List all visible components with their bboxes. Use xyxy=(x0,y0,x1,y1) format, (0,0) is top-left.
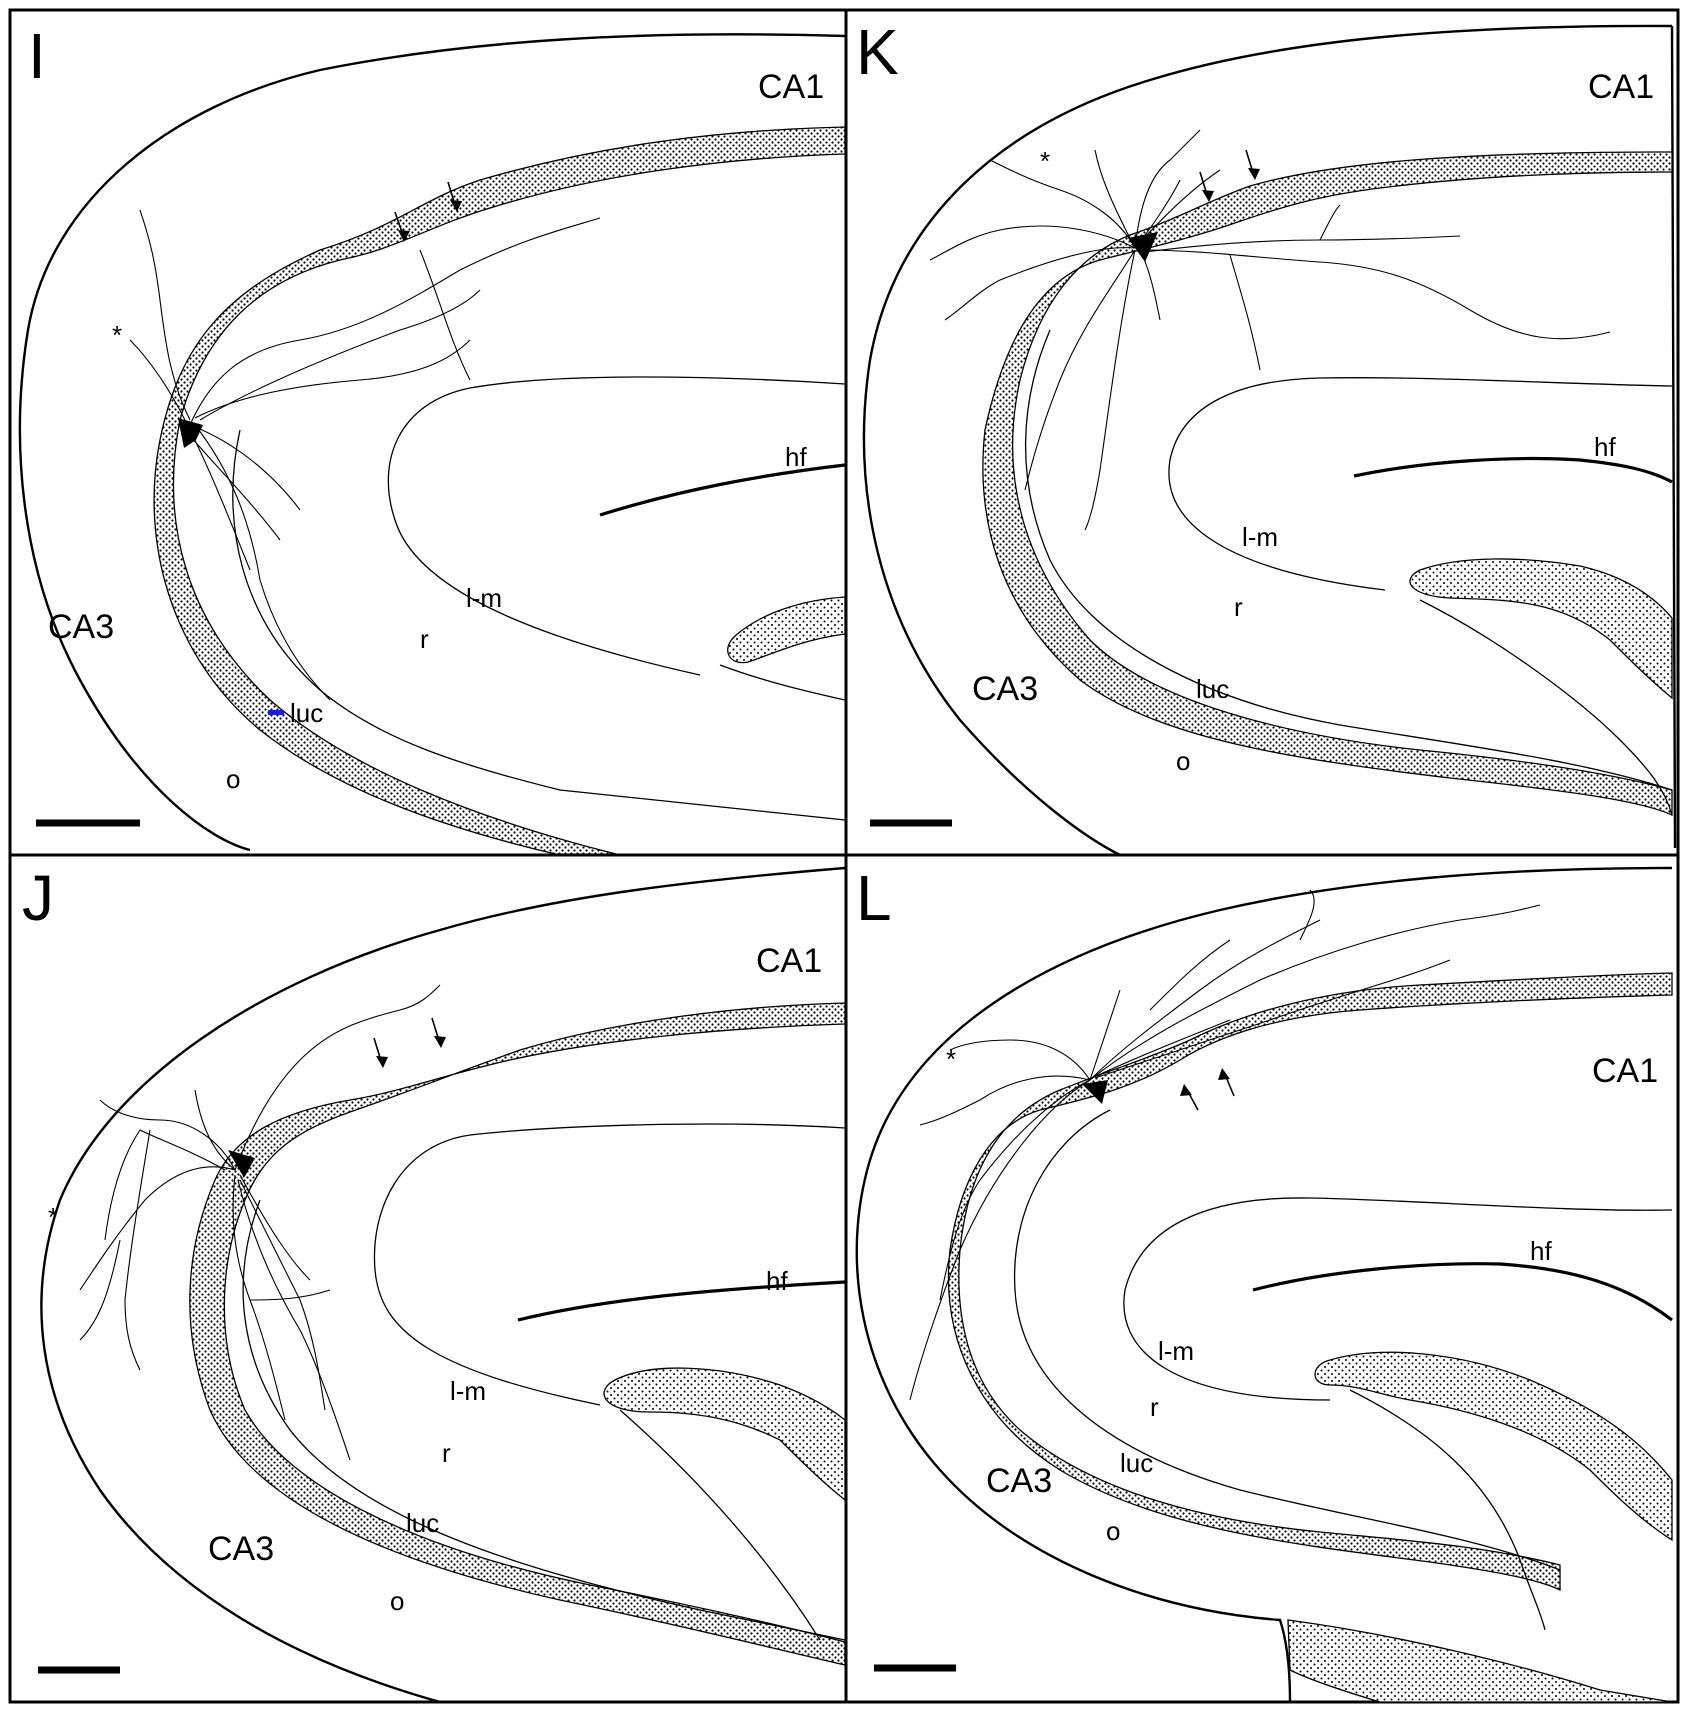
panel-I-hippocampal-fissure xyxy=(599,463,846,517)
panel-K-luc-label: luc xyxy=(1196,674,1229,704)
panel-K-lm-line xyxy=(1168,377,1673,591)
panel-L-dendrites xyxy=(909,889,1541,1401)
panel-I-letter: I xyxy=(28,20,46,92)
panel-J-pyramidal-layer xyxy=(189,1002,846,1666)
panel-K-dentate-gyrus xyxy=(1409,558,1673,700)
panel-I-o-label: o xyxy=(226,764,240,794)
panel-L-frame xyxy=(844,853,1680,1704)
panel-L-lucidum-line xyxy=(1013,1109,1561,1571)
panel-J-lm-label: l-m xyxy=(450,1376,486,1406)
panel-L-lower-blade xyxy=(1287,1619,1673,1703)
panel-J-arrows xyxy=(373,1017,446,1068)
panel-I-dg-line xyxy=(719,664,846,701)
panel-I-dentate-gyrus xyxy=(727,596,846,664)
panel-L-outer-outline xyxy=(855,866,1673,1703)
panel-J-asterisk: * xyxy=(48,1202,58,1232)
panel-I-dendrites xyxy=(129,209,601,701)
panel-K-ca1-label: CA1 xyxy=(1588,68,1654,106)
panel-I-outer-outline xyxy=(18,33,846,852)
panel-L-luc-label: luc xyxy=(1120,1448,1153,1478)
panel-J-dg-line xyxy=(619,1409,821,1641)
panel-I-pyramidal-layer xyxy=(153,126,846,856)
panel-K-outer-outline xyxy=(862,24,1673,857)
panel-L-asterisk: * xyxy=(946,1044,956,1074)
panel-I-soma xyxy=(178,418,203,448)
panel-L-ca3-label: CA3 xyxy=(986,1462,1052,1500)
panel-I-ca3-label: CA3 xyxy=(48,608,114,646)
panel-K-o-label: o xyxy=(1176,746,1190,776)
panel-I-asterisk: * xyxy=(112,320,122,350)
panel-J: J CA1 CA3 hf l-m r luc o * xyxy=(8,853,848,1704)
panel-K-pyramidal-layer xyxy=(982,151,1673,817)
panel-J-letter: J xyxy=(22,862,54,934)
panel-I: I CA1 CA3 hf l-m r luc o * xyxy=(8,8,848,857)
panel-J-ca1-label: CA1 xyxy=(756,942,822,980)
panel-J-hf-label: hf xyxy=(766,1266,788,1296)
panel-J-r-label: r xyxy=(442,1438,451,1468)
panel-L-lm-line xyxy=(1123,1197,1673,1401)
panel-I-lm-line xyxy=(387,376,846,676)
panel-I-marker xyxy=(268,710,284,715)
panel-K-ca3-label: CA3 xyxy=(972,670,1038,708)
panel-I-ca1-label: CA1 xyxy=(758,68,824,106)
panel-J-luc-label: luc xyxy=(406,1508,439,1538)
panel-K-arrows xyxy=(1199,149,1260,202)
panel-L-lm-label: l-m xyxy=(1158,1336,1194,1366)
panel-L-soma xyxy=(1082,1080,1108,1104)
panel-K-asterisk: * xyxy=(1040,146,1050,176)
panel-L-r-label: r xyxy=(1150,1392,1159,1422)
panel-L-pyramidal-layer xyxy=(947,972,1673,1592)
panel-I-lm-label: l-m xyxy=(466,583,502,613)
panel-J-lucidum-line xyxy=(242,1199,846,1641)
panel-I-r-label: r xyxy=(420,624,429,654)
panel-J-lm-line xyxy=(373,1123,846,1406)
panel-J-dentate-gyrus xyxy=(603,1367,846,1502)
panel-J-outer-outline xyxy=(40,866,846,1704)
panel-I-luc-label: luc xyxy=(290,698,323,728)
panel-L: L CA1 CA3 hf l-m r luc o * xyxy=(844,853,1680,1704)
panel-J-ca3-label: CA3 xyxy=(208,1530,274,1568)
panel-L-ca1-label: CA1 xyxy=(1592,1052,1658,1090)
panel-I-hf-label: hf xyxy=(785,442,807,472)
panel-L-o-label: o xyxy=(1106,1516,1120,1546)
panel-J-dendrites xyxy=(79,984,441,1461)
panel-K-dg-line xyxy=(1419,599,1673,816)
panel-K: K CA1 CA3 hf l-m r luc o * xyxy=(844,8,1680,857)
panel-K-right-edge xyxy=(1670,25,1677,849)
panel-K-lm-label: l-m xyxy=(1242,522,1278,552)
panel-K-soma xyxy=(1128,232,1158,262)
panel-L-arrows xyxy=(1180,1068,1235,1111)
panel-L-dentate-gyrus xyxy=(1314,1351,1673,1542)
panel-L-hippocampal-fissure xyxy=(1252,1262,1673,1322)
panel-K-hippocampal-fissure xyxy=(1353,456,1673,484)
panel-K-lucidum-line xyxy=(1024,329,1673,791)
panel-J-frame xyxy=(8,853,848,1704)
panel-K-r-label: r xyxy=(1234,592,1243,622)
panel-K-letter: K xyxy=(856,16,899,88)
panel-K-hf-label: hf xyxy=(1594,432,1616,462)
panel-L-dg-line xyxy=(1349,1389,1546,1631)
panel-L-letter: L xyxy=(856,862,892,934)
panel-L-hf-label: hf xyxy=(1530,1236,1552,1266)
panel-J-o-label: o xyxy=(390,1586,404,1616)
panel-I-arrows xyxy=(394,181,462,242)
panel-J-soma xyxy=(228,1150,255,1178)
panel-J-hippocampal-fissure xyxy=(517,1280,846,1322)
